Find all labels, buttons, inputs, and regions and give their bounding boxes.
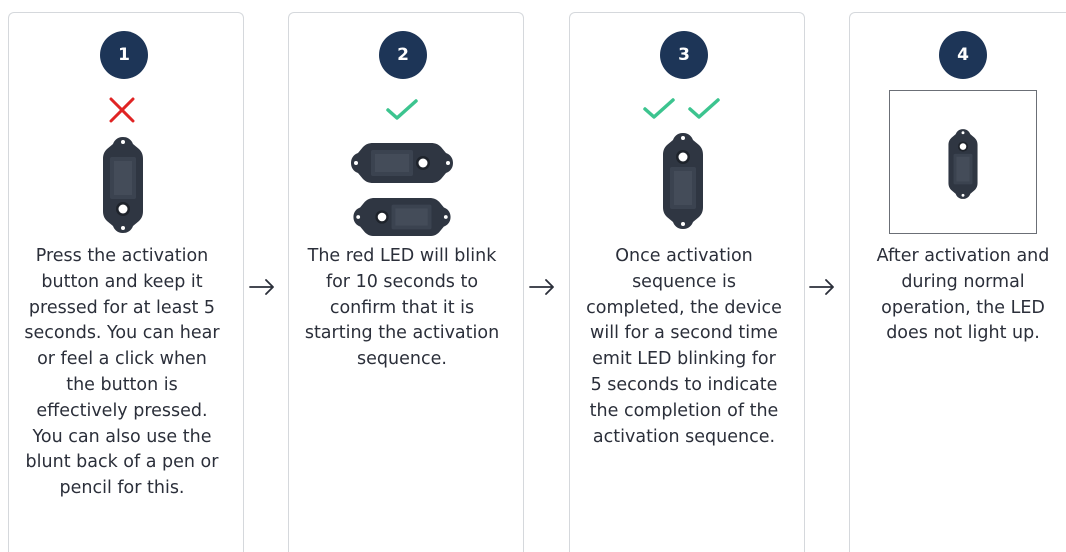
green-check-icon — [386, 99, 418, 120]
arrow-right-icon — [249, 279, 274, 295]
step-1-number: 1 — [100, 31, 148, 79]
step-2-number: 2 — [379, 31, 427, 79]
arrow-right-icon — [809, 279, 834, 295]
device-horizontal-icon — [351, 143, 453, 183]
step-3-panel — [569, 12, 805, 552]
device-vertical-flipped-icon — [663, 133, 703, 229]
step-3-number: 3 — [660, 31, 708, 79]
step-2-panel — [288, 12, 524, 552]
step-3-text: Once activation sequence is completed, t… — [586, 246, 782, 447]
step-2-text: The red LED will blink for 10 seconds to… — [304, 246, 500, 370]
device-small-icon — [948, 129, 978, 199]
double-green-check-icon — [643, 98, 720, 119]
step-1-panel — [8, 12, 244, 552]
step-4-number: 4 — [939, 31, 987, 79]
arrow-right-icon — [529, 279, 554, 295]
step-4-text: After activation and during normal opera… — [876, 246, 1050, 344]
step-1-text: Press the activation button and keep it … — [24, 246, 220, 499]
step-4-panel — [849, 12, 1066, 552]
device-photo-frame — [889, 90, 1037, 234]
device-horizontal-flipped-icon — [353, 197, 451, 237]
red-cross-icon — [109, 97, 135, 123]
device-vertical-icon — [103, 137, 143, 233]
